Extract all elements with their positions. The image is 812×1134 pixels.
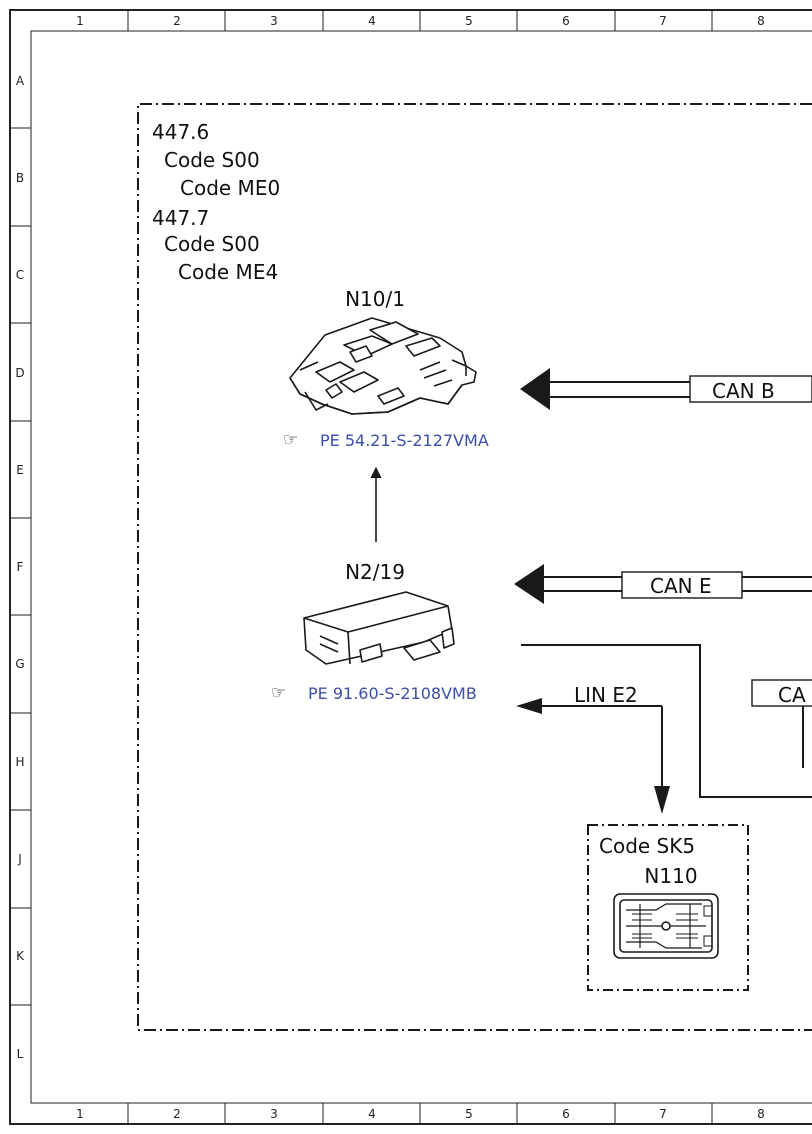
model-code: 447.6 — [152, 120, 209, 144]
equipment-code: Code ME0 — [180, 176, 280, 200]
pointing-hand-icon: ☞ — [271, 683, 286, 703]
col-label: 8 — [757, 14, 765, 28]
row-label: G — [15, 657, 24, 671]
grid-columns-bottom: 1 2 3 4 5 6 7 8 — [76, 1107, 765, 1121]
n2-19-module-drawing — [303, 591, 455, 665]
n10-1-reference[interactable]: ☞ PE 54.21-S-2127VMA — [283, 430, 489, 450]
can-b-bus: CAN B — [520, 368, 812, 410]
n110-mat-drawing — [613, 893, 719, 959]
row-label: E — [16, 463, 24, 477]
n110-label: N110 — [644, 864, 697, 888]
row-label: L — [17, 1047, 24, 1061]
col-label: 3 — [270, 14, 278, 28]
can-e-label: CAN E — [650, 574, 712, 598]
lin-e2-label: LIN E2 — [574, 683, 638, 707]
col-label: 1 — [76, 14, 84, 28]
row-label: H — [15, 755, 24, 769]
col-label: 2 — [173, 14, 181, 28]
row-label: B — [16, 171, 24, 185]
n2-19-ref-link[interactable]: PE 91.60-S-2108VMB — [308, 684, 477, 703]
col-label: 6 — [562, 14, 570, 28]
pointing-hand-icon: ☞ — [283, 430, 298, 450]
n10-1-ref-link[interactable]: PE 54.21-S-2127VMA — [320, 431, 489, 450]
grid-rows: A B C D E F G H J K L — [15, 74, 25, 1061]
sk5-boundary — [587, 824, 749, 991]
grid-columns-top: 1 2 3 4 5 6 7 8 — [76, 14, 765, 28]
sheet-frame — [9, 9, 812, 1125]
col-label: 4 — [368, 14, 376, 28]
equipment-code: Code S00 — [164, 148, 260, 172]
n2-19-label: N2/19 — [345, 560, 405, 584]
lin-e2-bus: LIN E2 — [516, 683, 670, 814]
sk5-code: Code SK5 — [599, 834, 695, 858]
n10-1-module-drawing — [289, 317, 477, 415]
equipment-code: Code S00 — [164, 232, 260, 256]
col-label: 4 — [368, 1107, 376, 1121]
row-label: K — [16, 949, 25, 963]
model-code: 447.7 — [152, 206, 209, 230]
col-label: 8 — [757, 1107, 765, 1121]
code-list: 447.6 Code S00 Code ME0 447.7 Code S00 C… — [152, 120, 280, 284]
col-label: 5 — [465, 1107, 473, 1121]
col-label: 3 — [270, 1107, 278, 1121]
equipment-code: Code ME4 — [178, 260, 278, 284]
row-label: C — [16, 268, 24, 282]
row-label: F — [17, 560, 24, 574]
col-label: 6 — [562, 1107, 570, 1121]
variant-boundary — [137, 103, 812, 1031]
row-label: J — [17, 852, 22, 866]
can-b-label: CAN B — [712, 379, 775, 403]
n10-1-label: N10/1 — [345, 287, 405, 311]
col-label: 5 — [465, 14, 473, 28]
row-label: D — [15, 366, 24, 380]
row-label: A — [16, 74, 25, 88]
can-partial-bus: CA — [521, 644, 812, 798]
col-label: 1 — [76, 1107, 84, 1121]
can-partial-label: CA — [778, 683, 806, 707]
n2-19-reference[interactable]: ☞ PE 91.60-S-2108VMB — [271, 683, 477, 703]
col-label: 7 — [659, 14, 667, 28]
col-label: 2 — [173, 1107, 181, 1121]
col-label: 7 — [659, 1107, 667, 1121]
can-e-bus: CAN E — [514, 564, 812, 604]
